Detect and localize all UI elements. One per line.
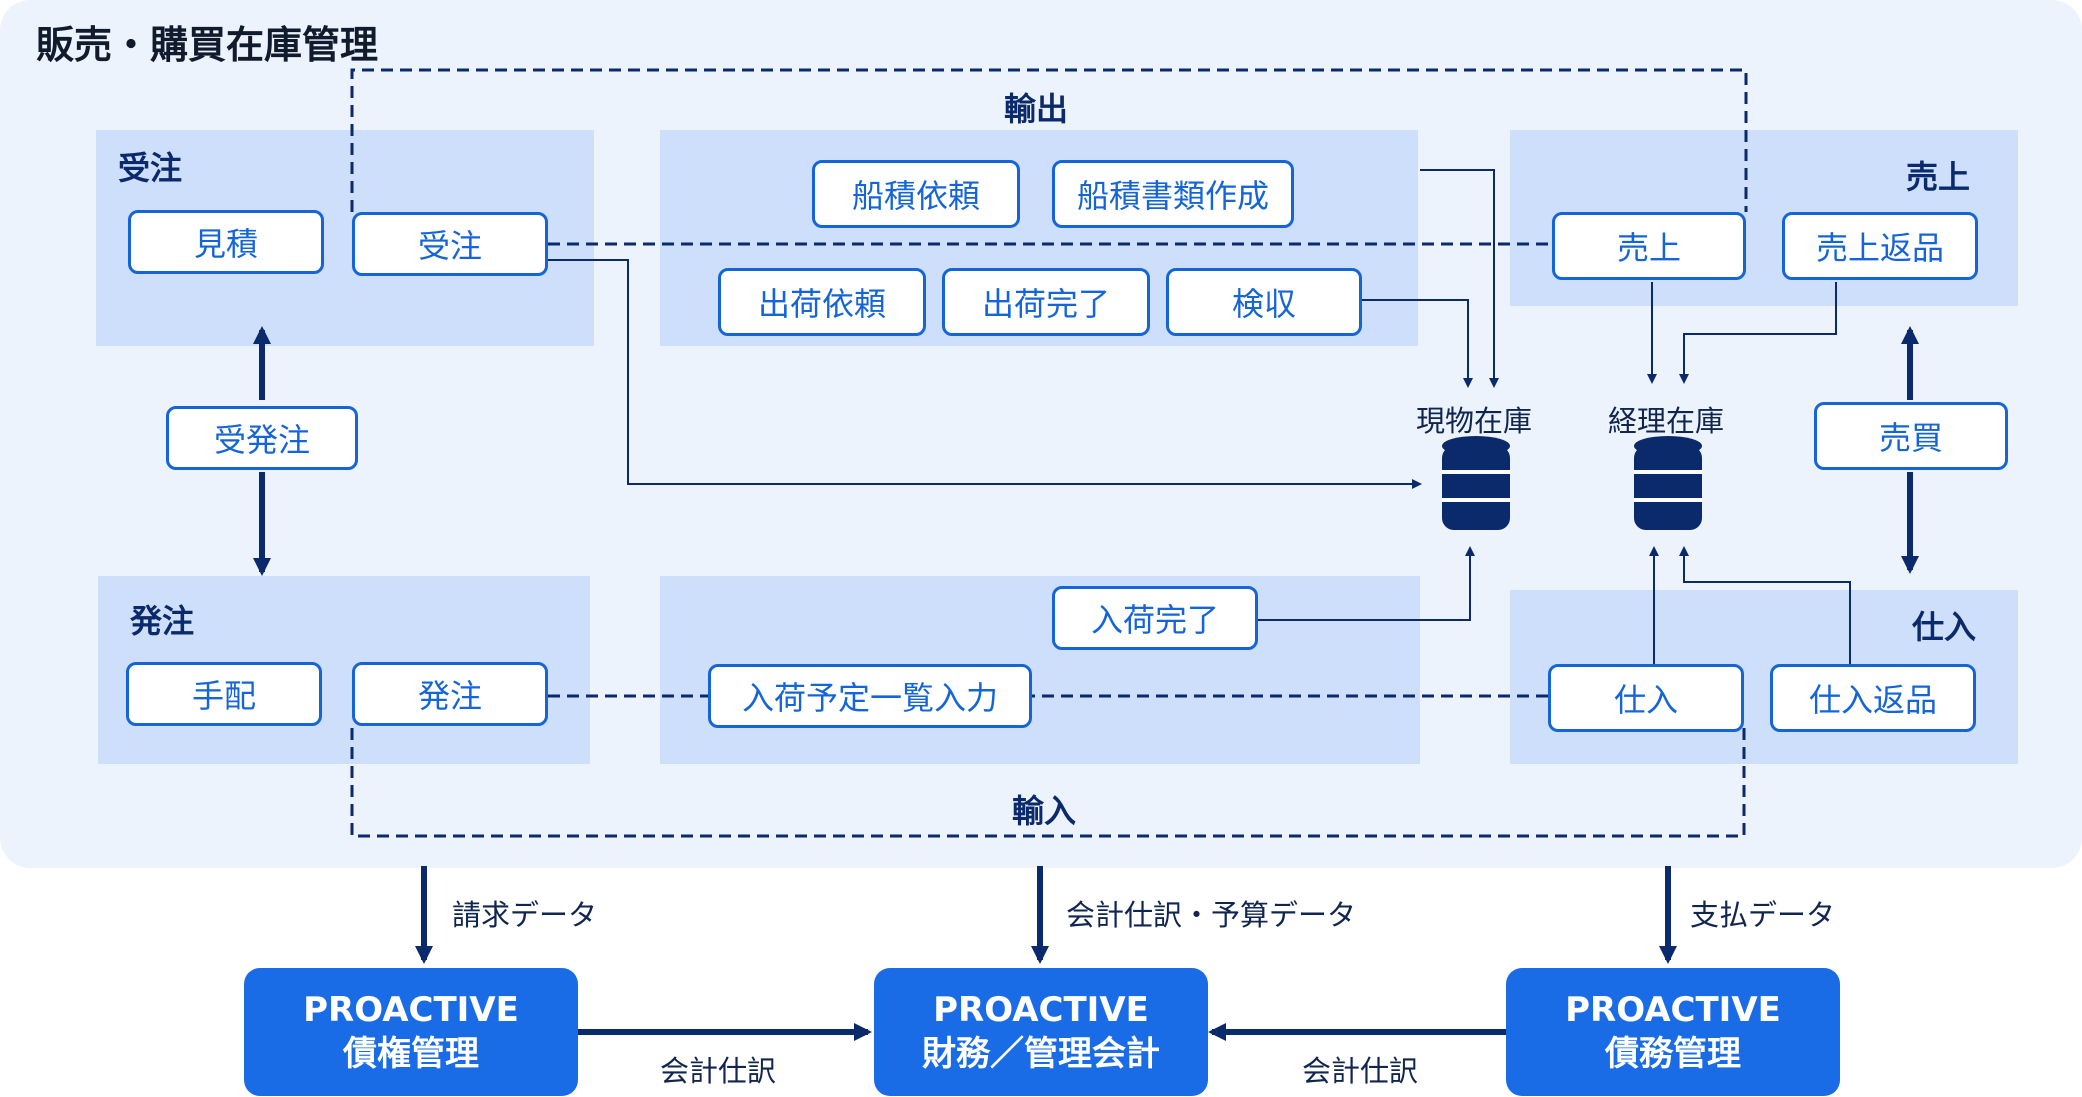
section-label-shiire: 仕入 [1912, 608, 1977, 646]
diagram-title: 販売・購買在庫管理 [36, 23, 379, 67]
box-funazumi-irai: 船積依頼 [812, 160, 1020, 228]
db-label-genbutsu: 現物在庫 [1416, 404, 1533, 438]
order-to-stock-arrow [548, 259, 1422, 489]
box-tehai: 手配 [126, 662, 322, 726]
box-shiire-henpin: 仕入返品 [1770, 664, 1976, 732]
system-zaimu-line1: PROACTIVE [933, 990, 1149, 1030]
box-nyuka-yotei: 入荷予定一覧入力 [708, 664, 1032, 728]
section-label-hacchu: 発注 [130, 602, 195, 640]
flow-label-kaikei-right: 会計仕訳 [1302, 1054, 1419, 1088]
system-saiken: PROACTIVE 債権管理 [244, 968, 578, 1096]
export-dashed-line [350, 68, 1748, 212]
system-saiken-line1: PROACTIVE [303, 990, 519, 1030]
inspection-to-stock-arrow [1362, 299, 1473, 388]
import-dashed-line [350, 728, 1746, 838]
box-nyuka-kanryo: 入荷完了 [1052, 586, 1258, 650]
section-label-uriage: 売上 [1906, 158, 1971, 196]
box-juchu: 受注 [352, 212, 548, 276]
return-to-ledger-arrow [1679, 282, 1837, 384]
box-uriage-henpin: 売上返品 [1782, 212, 1978, 280]
box-shiire: 仕入 [1548, 664, 1744, 732]
box-uriage: 売上 [1552, 212, 1746, 280]
section-label-export: 輸出 [1004, 90, 1069, 128]
box-shukka-irai: 出荷依頼 [718, 268, 926, 336]
box-shukka-kanryo: 出荷完了 [942, 268, 1150, 336]
box-kenshu: 検収 [1166, 268, 1362, 336]
export-to-stock-arrow [1420, 169, 1499, 388]
system-zaimu-line2: 財務／管理会計 [922, 1034, 1160, 1074]
flow-label-seikyu: 請求データ [452, 898, 598, 932]
database-icon-keiri [1634, 436, 1702, 530]
box-juhacchu: 受発注 [166, 406, 358, 470]
box-hacchu: 発注 [352, 662, 548, 726]
system-saiken-line2: 債権管理 [343, 1034, 479, 1074]
system-saimu-line2: 債務管理 [1605, 1034, 1741, 1074]
purchase-return-to-ledger-arrow [1679, 546, 1851, 698]
section-label-juchu: 受注 [118, 149, 183, 187]
system-saimu: PROACTIVE 債務管理 [1506, 968, 1840, 1096]
arrival-to-stock-arrow [1258, 546, 1475, 621]
box-baibai: 売買 [1814, 402, 2008, 470]
flow-label-kaikei-left: 会計仕訳 [660, 1054, 777, 1088]
flow-label-kaikei-yosan: 会計仕訳・予算データ [1066, 898, 1357, 932]
section-label-import: 輸入 [1012, 792, 1077, 830]
system-zaimu: PROACTIVE 財務／管理会計 [874, 968, 1208, 1096]
database-icon-genbutsu [1442, 436, 1510, 530]
flow-label-shiharai: 支払データ [1690, 898, 1836, 932]
box-funazumi-shorui: 船積書類作成 [1052, 160, 1294, 228]
system-saimu-line1: PROACTIVE [1565, 990, 1781, 1030]
box-mitsumori: 見積 [128, 210, 324, 274]
db-label-keiri: 経理在庫 [1608, 404, 1725, 438]
